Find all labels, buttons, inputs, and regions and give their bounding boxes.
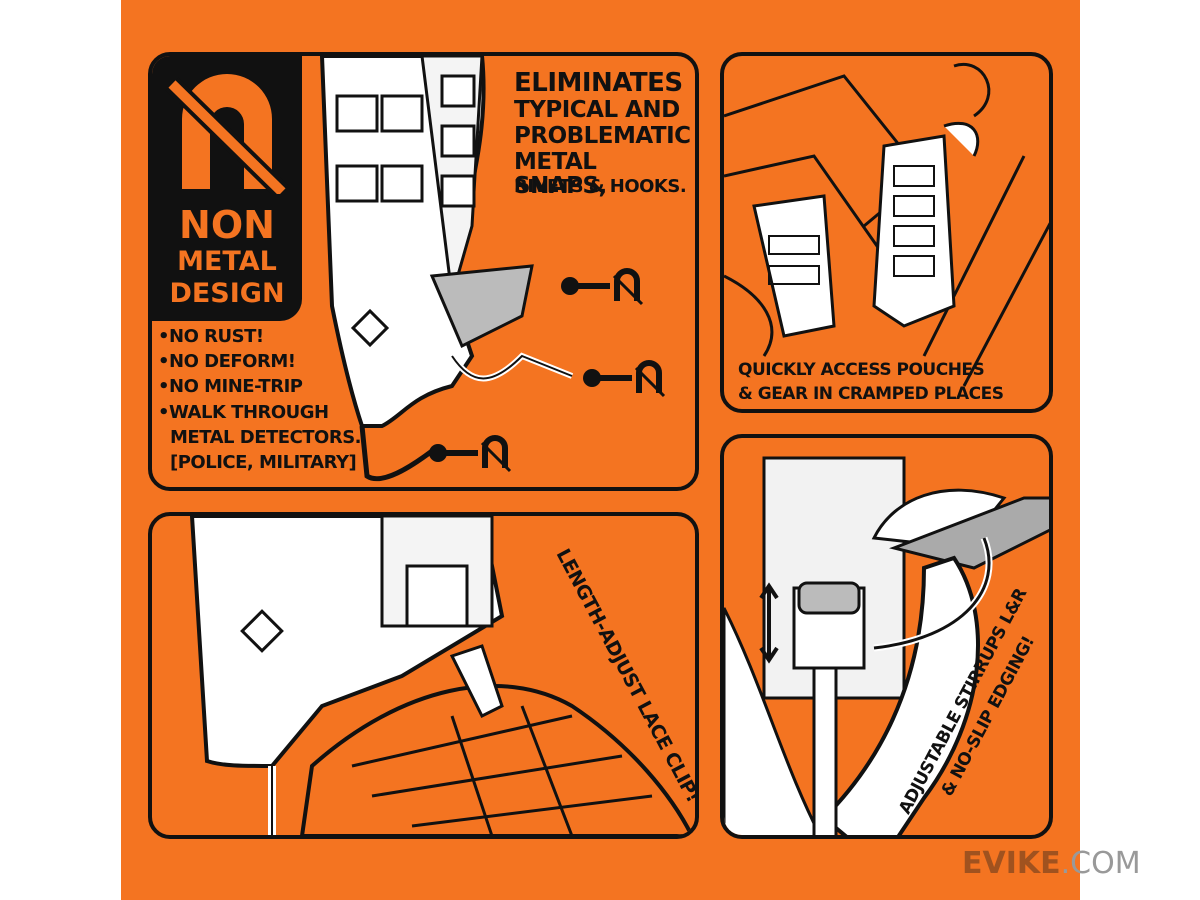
caption-line: & GEAR IN CRAMPED PLACES xyxy=(738,384,1004,404)
gaiter-closure-illustration xyxy=(319,56,666,482)
bullet-item: •NO MINE-TRIP xyxy=(158,376,303,397)
bullet-item: •WALK THROUGH xyxy=(158,402,329,423)
headline-line: TYPICAL AND xyxy=(514,97,680,123)
headline-line: PROBLEMATIC xyxy=(514,123,691,149)
headline-line: ELIMINATES xyxy=(514,68,683,98)
watermark-domain: .COM xyxy=(1060,846,1141,881)
bullet-item: [POLICE, MILITARY] xyxy=(170,452,357,473)
badge-line-non: NON xyxy=(179,203,275,247)
crouching-gaiter-illustration xyxy=(724,62,1049,387)
panel-lace-clip: LENGTH-ADJUST LACE CLIP! xyxy=(148,512,699,839)
stirrup-illustration xyxy=(724,456,1049,835)
badge-line-design: DESIGN xyxy=(169,278,285,309)
lace-clip-illustration xyxy=(189,516,694,835)
bullet-item: METAL DETECTORS. xyxy=(170,427,362,448)
evike-watermark: EVIKE.COM xyxy=(962,846,1141,881)
no-metal-icon xyxy=(165,74,289,194)
bullet-item: •NO RUST! xyxy=(158,326,264,347)
panel-stirrups: ADJUSTABLE STIRRUPS L&R & NO-SLIP EDGING… xyxy=(720,434,1053,839)
non-metal-badge: NON METAL DESIGN xyxy=(152,56,302,321)
caption-line: QUICKLY ACCESS POUCHES xyxy=(738,360,985,380)
watermark-brand: EVIKE xyxy=(962,846,1061,881)
headline-line: METAL SNAPS, xyxy=(514,149,607,200)
headline-line: RIVETS & HOOKS. xyxy=(514,176,687,197)
bullet-item: •NO DEFORM! xyxy=(158,351,296,372)
no-metal-callout xyxy=(429,277,632,462)
panel-non-metal-design: NON METAL DESIGN ELIMINATES TYPICAL AND … xyxy=(148,52,699,491)
badge-line-metal: METAL xyxy=(177,246,277,277)
panel-quick-access: QUICKLY ACCESS POUCHES & GEAR IN CRAMPED… xyxy=(720,52,1053,413)
